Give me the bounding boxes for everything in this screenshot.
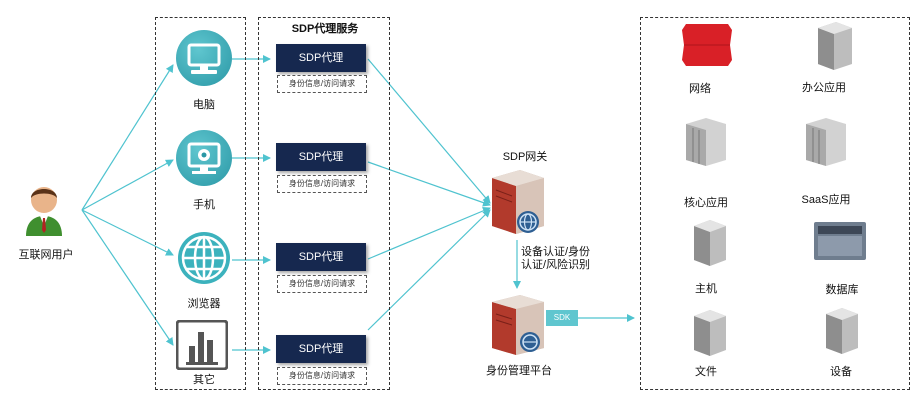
arrow-user-browser	[81, 209, 174, 256]
resource-label-file: 文件	[695, 366, 717, 378]
devices-box	[155, 17, 246, 390]
auth-note: 设备认证/身份 认证/风险识别	[521, 246, 590, 272]
database-icon	[812, 220, 868, 262]
gateway-server-icon	[488, 166, 548, 238]
arrow-proxy1-gateway	[367, 58, 491, 204]
request-note-4: 身份信息/访问请求	[277, 367, 367, 385]
user-icon	[20, 180, 68, 238]
device-label-browser: 浏览器	[187, 298, 221, 310]
auth-note-line2: 认证/风险识别	[521, 259, 591, 271]
arrow-proxy2-gateway	[367, 161, 491, 207]
resource-label-network: 网络	[689, 83, 711, 95]
arrow-user-computer	[81, 64, 174, 211]
host-server-icon	[690, 218, 728, 268]
device-label-phone: 手机	[193, 199, 215, 211]
bar-chart-icon	[175, 319, 229, 371]
sdk-badge: SDK	[546, 310, 578, 326]
resource-label-saas: SaaS应用	[801, 194, 851, 206]
device-server-icon	[822, 306, 860, 356]
resource-label-database: 数据库	[825, 284, 859, 296]
request-note-3: 身份信息/访问请求	[277, 275, 367, 293]
request-note-1: 身份信息/访问请求	[277, 75, 367, 93]
auth-note-line1: 设备认证/身份	[521, 246, 591, 258]
globe-icon	[176, 230, 232, 286]
office-server-icon	[814, 20, 854, 72]
network-icon	[680, 22, 734, 68]
arrow-proxy4-gateway	[367, 209, 491, 331]
file-server-icon	[690, 308, 728, 358]
device-label-other: 其它	[193, 374, 215, 386]
sdp-proxy-2: SDP代理	[276, 143, 366, 171]
sdp-proxy-1: SDP代理	[276, 44, 366, 72]
identity-platform-server-icon	[488, 292, 548, 358]
user-label: 互联网用户	[18, 249, 74, 261]
saas-server-rack-icon	[804, 116, 848, 168]
proxy-service-title: SDP代理服务	[291, 23, 359, 35]
sdp-proxy-4: SDP代理	[276, 335, 366, 363]
sdp-proxy-3: SDP代理	[276, 243, 366, 271]
device-label-computer: 电脑	[193, 99, 215, 111]
core-server-rack-icon	[684, 116, 728, 168]
resources-box	[640, 17, 910, 390]
phone-icon	[176, 130, 232, 186]
request-note-2: 身份信息/访问请求	[277, 175, 367, 193]
arrow-user-other	[81, 209, 174, 346]
arrow-proxy3-gateway	[367, 207, 491, 260]
identity-platform-label: 身份管理平台	[486, 365, 552, 377]
gateway-label: SDP网关	[502, 151, 548, 163]
resource-label-device: 设备	[830, 366, 852, 378]
proxy-service-box	[258, 17, 390, 390]
resource-label-core: 核心应用	[684, 197, 728, 209]
computer-icon	[176, 30, 232, 86]
arrow-user-phone	[81, 159, 174, 211]
resource-label-host: 主机	[695, 283, 717, 295]
resource-label-office: 办公应用	[802, 82, 846, 94]
